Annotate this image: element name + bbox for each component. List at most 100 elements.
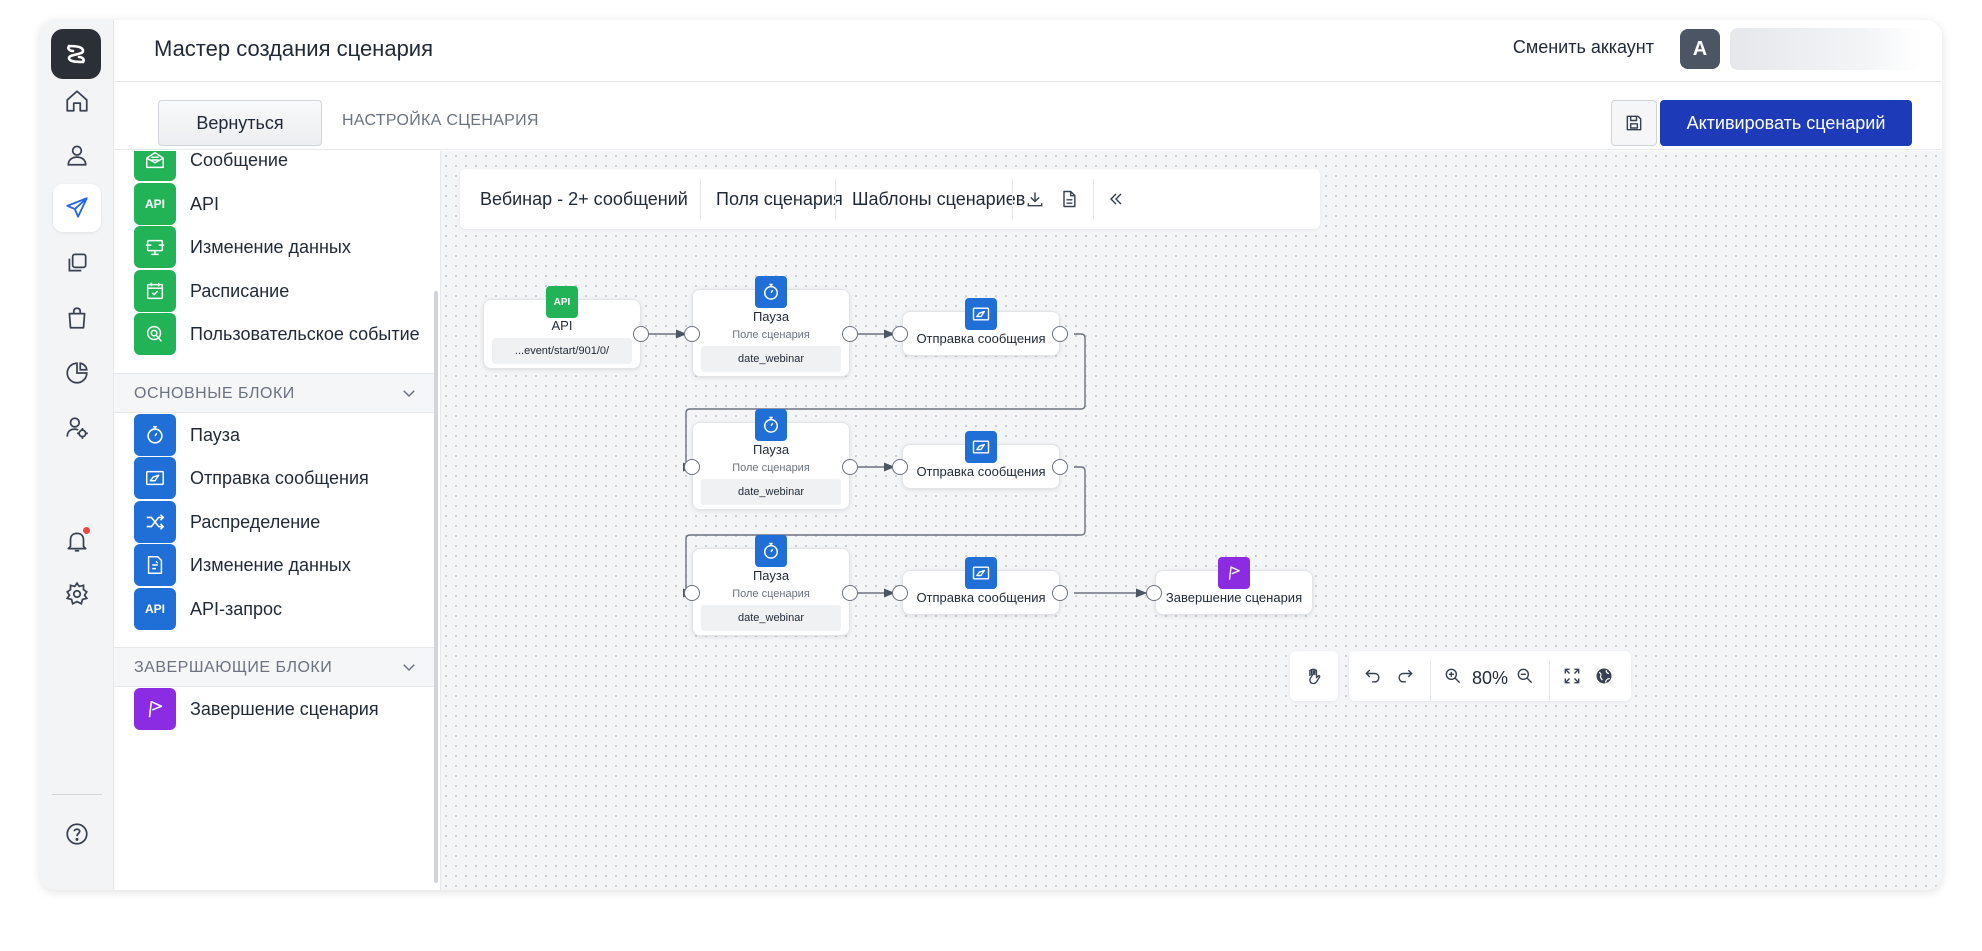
node-value: ...event/start/901/0/ — [492, 338, 632, 364]
block-label: Пауза — [190, 424, 241, 445]
port-out[interactable] — [842, 585, 858, 601]
bell-icon[interactable] — [53, 517, 101, 565]
node-pause[interactable]: Пауза Поле сценария date_webinar — [692, 535, 850, 636]
send-message-icon — [965, 298, 997, 330]
collapse-panel-icon[interactable] — [1104, 187, 1128, 211]
block-label: Отправка сообщения — [190, 467, 369, 488]
flag-icon — [1218, 557, 1250, 589]
chevron-down-icon — [403, 664, 415, 672]
user-icon[interactable] — [53, 131, 101, 179]
block-trigger-api[interactable]: API API — [134, 183, 219, 225]
sidebar-scrollbar[interactable] — [434, 291, 438, 883]
block-label: Изменение данных — [190, 554, 351, 575]
zoom-in-icon[interactable] — [1440, 663, 1466, 689]
node-pause[interactable]: Пауза Поле сценария date_webinar — [692, 409, 850, 510]
port-out[interactable] — [1052, 459, 1068, 475]
block-distribution[interactable]: Распределение — [134, 501, 320, 543]
node-send-message[interactable]: Отправка сообщения — [902, 557, 1060, 615]
block-trigger-data-change[interactable]: Изменение данных — [134, 226, 351, 268]
port-in[interactable] — [684, 326, 700, 342]
copy-icon[interactable] — [53, 239, 101, 287]
node-value: date_webinar — [701, 479, 841, 505]
logo-icon[interactable] — [51, 29, 101, 79]
zoom-level: 80% — [1472, 668, 1509, 688]
port-out[interactable] — [1052, 326, 1068, 342]
node-value: date_webinar — [701, 605, 841, 631]
blocks-sidebar: Сообщение API API Изменение данных Распи… — [114, 151, 440, 890]
scenario-canvas[interactable]: Вебинар - 2+ сообщений Поля сценария Шаб… — [440, 151, 1942, 890]
gear-icon[interactable] — [53, 570, 101, 618]
port-in[interactable] — [892, 459, 908, 475]
app-window: Мастер создания сценария Сменить аккаунт… — [40, 20, 1942, 890]
node-send-message[interactable]: Отправка сообщения — [902, 431, 1060, 489]
block-finish-scenario[interactable]: Завершение сценария — [134, 688, 379, 730]
block-label: Завершение сценария — [190, 698, 379, 719]
account-name-redacted[interactable] — [1730, 28, 1920, 70]
port-in[interactable] — [892, 585, 908, 601]
zoom-controls: 80% — [1349, 651, 1631, 701]
block-trigger-custom-event[interactable]: Пользовательское событие — [134, 313, 420, 355]
port-out[interactable] — [842, 326, 858, 342]
activate-scenario-button[interactable]: Активировать сценарий — [1660, 100, 1912, 146]
hand-icon[interactable] — [1301, 663, 1327, 689]
switch-account-link[interactable]: Сменить аккаунт — [1512, 37, 1654, 57]
avatar[interactable]: A — [1680, 29, 1720, 69]
node-subtitle: Поле сценария — [732, 462, 810, 474]
api-icon: API — [546, 286, 578, 318]
port-in[interactable] — [684, 585, 700, 601]
globe-icon[interactable] — [1591, 663, 1617, 689]
user-settings-icon[interactable] — [53, 404, 101, 452]
block-label: Расписание — [190, 280, 290, 301]
block-label: API-запрос — [190, 598, 283, 619]
toolbar-divider — [700, 179, 701, 219]
scenario-fields-button[interactable]: Поля сценария — [716, 189, 843, 209]
scenario-templates-button[interactable]: Шаблоны сценариев — [852, 189, 1026, 209]
block-edit-data[interactable]: Изменение данных — [134, 544, 351, 586]
download-icon[interactable] — [1023, 187, 1047, 211]
shuffle-icon — [134, 501, 176, 543]
home-icon[interactable] — [53, 77, 101, 125]
block-label: Изменение данных — [190, 236, 351, 257]
fullscreen-icon[interactable] — [1559, 663, 1585, 689]
shopping-bag-icon[interactable] — [53, 294, 101, 342]
section-title: ОСНОВНЫЕ БЛОКИ — [134, 385, 295, 402]
block-send-message[interactable]: Отправка сообщения — [134, 457, 369, 499]
send-icon[interactable] — [53, 184, 101, 232]
block-api-request[interactable]: API API-запрос — [134, 588, 282, 630]
port-out[interactable] — [1052, 585, 1068, 601]
connection-lines — [648, 329, 1148, 598]
node-send-message[interactable]: Отправка сообщения — [902, 298, 1060, 356]
section-final-blocks[interactable]: ЗАВЕРШАЮЩИЕ БЛОКИ — [114, 647, 434, 687]
port-in[interactable] — [684, 459, 700, 475]
back-button[interactable]: Вернуться — [158, 100, 322, 146]
data-change-icon — [134, 226, 176, 268]
help-icon[interactable] — [53, 810, 101, 858]
node-value: date_webinar — [701, 346, 841, 372]
port-in[interactable] — [1146, 585, 1162, 601]
pie-chart-icon[interactable] — [53, 349, 101, 397]
block-trigger-schedule[interactable]: Расписание — [134, 270, 289, 312]
section-main-blocks[interactable]: ОСНОВНЫЕ БЛОКИ — [114, 373, 434, 413]
toolbar-divider — [1012, 179, 1013, 219]
port-out[interactable] — [633, 326, 649, 342]
flag-icon — [134, 688, 176, 730]
port-in[interactable] — [892, 326, 908, 342]
document-icon[interactable] — [1057, 187, 1081, 211]
notification-dot — [82, 526, 91, 535]
node-title: Пауза — [752, 568, 790, 583]
block-label: Сообщение — [190, 151, 288, 170]
block-pause[interactable]: Пауза — [134, 414, 240, 456]
block-trigger-message[interactable]: Сообщение — [134, 151, 288, 181]
node-subtitle: Поле сценария — [732, 329, 810, 341]
zoom-out-icon[interactable] — [1512, 663, 1538, 689]
save-button[interactable] — [1611, 100, 1657, 146]
node-finish-scenario[interactable]: Завершение сценария — [1155, 557, 1313, 615]
pan-tool — [1290, 651, 1338, 701]
undo-icon[interactable] — [1360, 663, 1386, 689]
port-out[interactable] — [842, 459, 858, 475]
node-api[interactable]: API API ...event/start/901/0/ — [483, 286, 641, 369]
redo-icon[interactable] — [1392, 663, 1418, 689]
node-pause[interactable]: Пауза Поле сценария date_webinar — [692, 276, 850, 377]
node-title: API — [551, 318, 573, 333]
scenario-name[interactable]: Вебинар - 2+ сообщений — [480, 189, 688, 209]
